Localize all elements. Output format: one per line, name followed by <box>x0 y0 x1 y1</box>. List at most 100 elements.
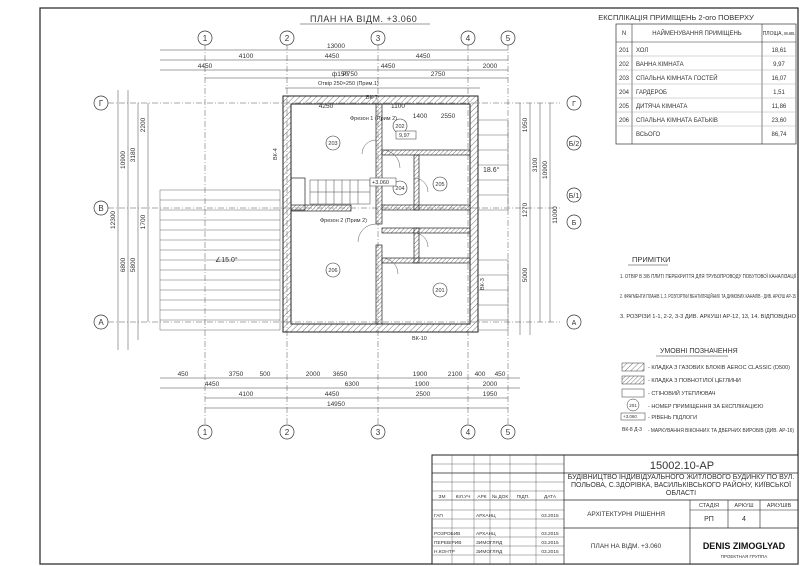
tb-row-date: 03.2015 <box>541 531 559 537</box>
tb-row-name: ЗИМОГЛЯД <box>476 540 503 546</box>
dim-right-11000: 11000 <box>552 206 559 224</box>
tb-col-zm: ЗМ <box>439 494 446 500</box>
dim-left-1700: 1700 <box>140 214 147 229</box>
axis-label-V-left: В <box>98 204 103 213</box>
expl-row-name: ВСЬОГО <box>636 132 661 138</box>
axis-label-4-bottom: 4 <box>466 428 471 437</box>
expl-row-num: 204 <box>619 90 630 96</box>
tb-stage-h: СТАДІЯ <box>699 503 719 509</box>
sheet-frame <box>39 7 799 565</box>
dim-bot-450a: 450 <box>178 371 189 378</box>
label-shaft2: Фрезон 2 (Прим 2) <box>320 218 367 224</box>
tb-col-kil: КІЛ.УЧ <box>456 494 471 500</box>
dim-bot-2000b: 2000 <box>483 381 498 388</box>
dim-bot-1900: 1900 <box>413 371 428 378</box>
dim-right-5000: 5000 <box>522 267 529 282</box>
dimension-lines-right <box>519 103 551 335</box>
tb-col-date: ДАТА <box>544 494 557 500</box>
legend-title: УМОВНІ ПОЗНАЧЕННЯ <box>660 348 738 355</box>
dim-top-2550: 2550 <box>441 113 456 120</box>
notes-block: ПРИМІТКИ 1. ОТВІР В З/Б ПЛИТІ ПЕРЕКРИТТЯ… <box>620 255 796 320</box>
tb-sheet-title: ПЛАН НА ВІДМ. +3.060 <box>591 543 662 550</box>
dim-top-4450b: 4450 <box>416 53 431 60</box>
axis-label-2-top: 2 <box>285 34 290 43</box>
dimension-lines-bottom <box>160 377 520 409</box>
axis-label-1-top: 1 <box>203 34 208 43</box>
legend-item-6: - МАРКУВАННЯ ВІКОННИХ ТА ДВЕРНИХ ВИРОБІВ… <box>648 428 794 434</box>
legend-item-2: - КЛАДКА З ПОВНОТІЛОЇ ЦЕГЛИНИ <box>648 377 741 384</box>
expl-row-num: 203 <box>619 76 630 82</box>
notes-title: ПРИМІТКИ <box>632 255 670 264</box>
axis-label-G-right: Г <box>572 101 576 108</box>
dim-left-12300: 12300 <box>110 211 117 229</box>
dim-top-1100: 1100 <box>391 103 405 110</box>
level-mark-text: +3.060 <box>372 180 389 186</box>
dim-bot-6300: 6300 <box>345 381 360 388</box>
axis-bubbles-left <box>93 95 109 330</box>
dim-top-1400: 1400 <box>413 113 428 120</box>
explication-table: ЕКСПЛІКАЦІЯ ПРИМІЩЕНЬ 2-ого ПОВЕРХУ N НА… <box>598 13 797 145</box>
room-marker-206: 206 <box>328 268 337 274</box>
dim-left-2200: 2200 <box>140 117 147 132</box>
tb-code: 15002.10-АР <box>650 460 714 472</box>
dim-bot-500: 500 <box>260 371 271 378</box>
dim-bot-3750: 3750 <box>229 371 244 378</box>
dim-top-p750: P750 <box>342 71 358 78</box>
dim-top-2000: 2000 <box>483 63 498 70</box>
axis-label-5-top: 5 <box>506 34 511 43</box>
dim-top-4100: 4100 <box>239 53 254 60</box>
tb-row-name: ЗИМОГЛЯД <box>476 549 503 555</box>
explication-title: ЕКСПЛІКАЦІЯ ПРИМІЩЕНЬ 2-ого ПОВЕРХУ <box>598 13 754 22</box>
legend-item-1: - КЛАДКА З ГАЗОВИХ БЛОКІВ AEROC CLASSIC … <box>648 365 790 371</box>
expl-row-name: ДИТЯЧА КІМНАТА <box>636 104 687 110</box>
expl-row-name: СПАЛЬНА КІМНАТА БАТЬКІВ <box>636 118 718 124</box>
plan-title: ПЛАН НА ВІДМ. +3.060 <box>310 14 417 24</box>
axis-label-3-top: 3 <box>376 34 381 43</box>
axis-bubbles-right <box>566 95 582 330</box>
dim-left-10900: 10900 <box>120 151 127 169</box>
dim-bot-3650: 3650 <box>333 371 348 378</box>
room-markers <box>325 118 448 298</box>
dim-top-overall: 13000 <box>327 43 345 50</box>
dim-left-3180: 3180 <box>130 147 137 162</box>
dim-bot-450b: 450 <box>495 371 506 378</box>
expl-row-name: СПАЛЬНА КІМНАТА ГОСТЕЙ <box>636 74 718 82</box>
dim-top-4250: 4250 <box>319 103 334 110</box>
expl-row-num: 206 <box>619 118 630 124</box>
axis-label-G-left: Г <box>99 99 104 108</box>
room-marker-204: 204 <box>395 186 404 192</box>
axis-label-5-bottom: 5 <box>506 428 511 437</box>
tb-col-doc: № ДОК <box>492 494 508 500</box>
label-vk7: ВК-7 <box>366 95 378 101</box>
axis-label-A-right: А <box>572 320 577 327</box>
dim-bot-1950: 1950 <box>483 391 498 398</box>
label-slope2: 18.6° <box>483 166 500 174</box>
note-2: 2. ФРАГМЕНТИ ПЛАНІВ 1, 2. РОЗГОРТКИ ВЕНТ… <box>620 292 796 300</box>
legend-swatch-aerated-block <box>621 362 645 372</box>
title-block: 15002.10-АР Будівництво індивідуального … <box>431 454 799 565</box>
legend-room-number-icon <box>626 398 640 412</box>
tb-row-role: РОЗРОБИВ <box>434 531 460 537</box>
expl-row-name: ВАННА КІМНАТА <box>636 62 684 68</box>
axis-label-3-bottom: 3 <box>376 428 381 437</box>
legend-sym-marks: ВК-8 Д-3 <box>622 427 642 433</box>
tb-sheet-h: АРКУШ <box>734 503 753 509</box>
expl-row-area: 23,60 <box>771 118 787 124</box>
dim-bot-4450b: 4450 <box>325 391 340 398</box>
expl-header-area: ПЛОЩА, м.кв. <box>763 31 796 37</box>
label-vk3: ВК-3 <box>480 278 486 290</box>
expl-row-area: 1,51 <box>773 90 785 96</box>
axis-label-B-right: Б <box>572 220 577 227</box>
tb-row-role: Н.КОНТР <box>434 549 455 555</box>
dim-left-5800: 5800 <box>130 257 137 272</box>
label-slope1: ∠15.0° <box>215 256 238 264</box>
axis-label-4-top: 4 <box>466 34 471 43</box>
dim-bot-4100: 4100 <box>239 391 254 398</box>
tb-row-role: ГАП <box>434 513 443 519</box>
tb-col-ark: АРК <box>477 494 486 500</box>
label-vk10: ВК-10 <box>412 336 427 342</box>
label-vk4: ВК-4 <box>273 148 279 160</box>
dim-top-4450c: 4450 <box>198 63 213 70</box>
label-shaft1: Фрезон 1 (Прим 2) <box>350 116 397 122</box>
dim-bot-4450: 4450 <box>205 381 220 388</box>
